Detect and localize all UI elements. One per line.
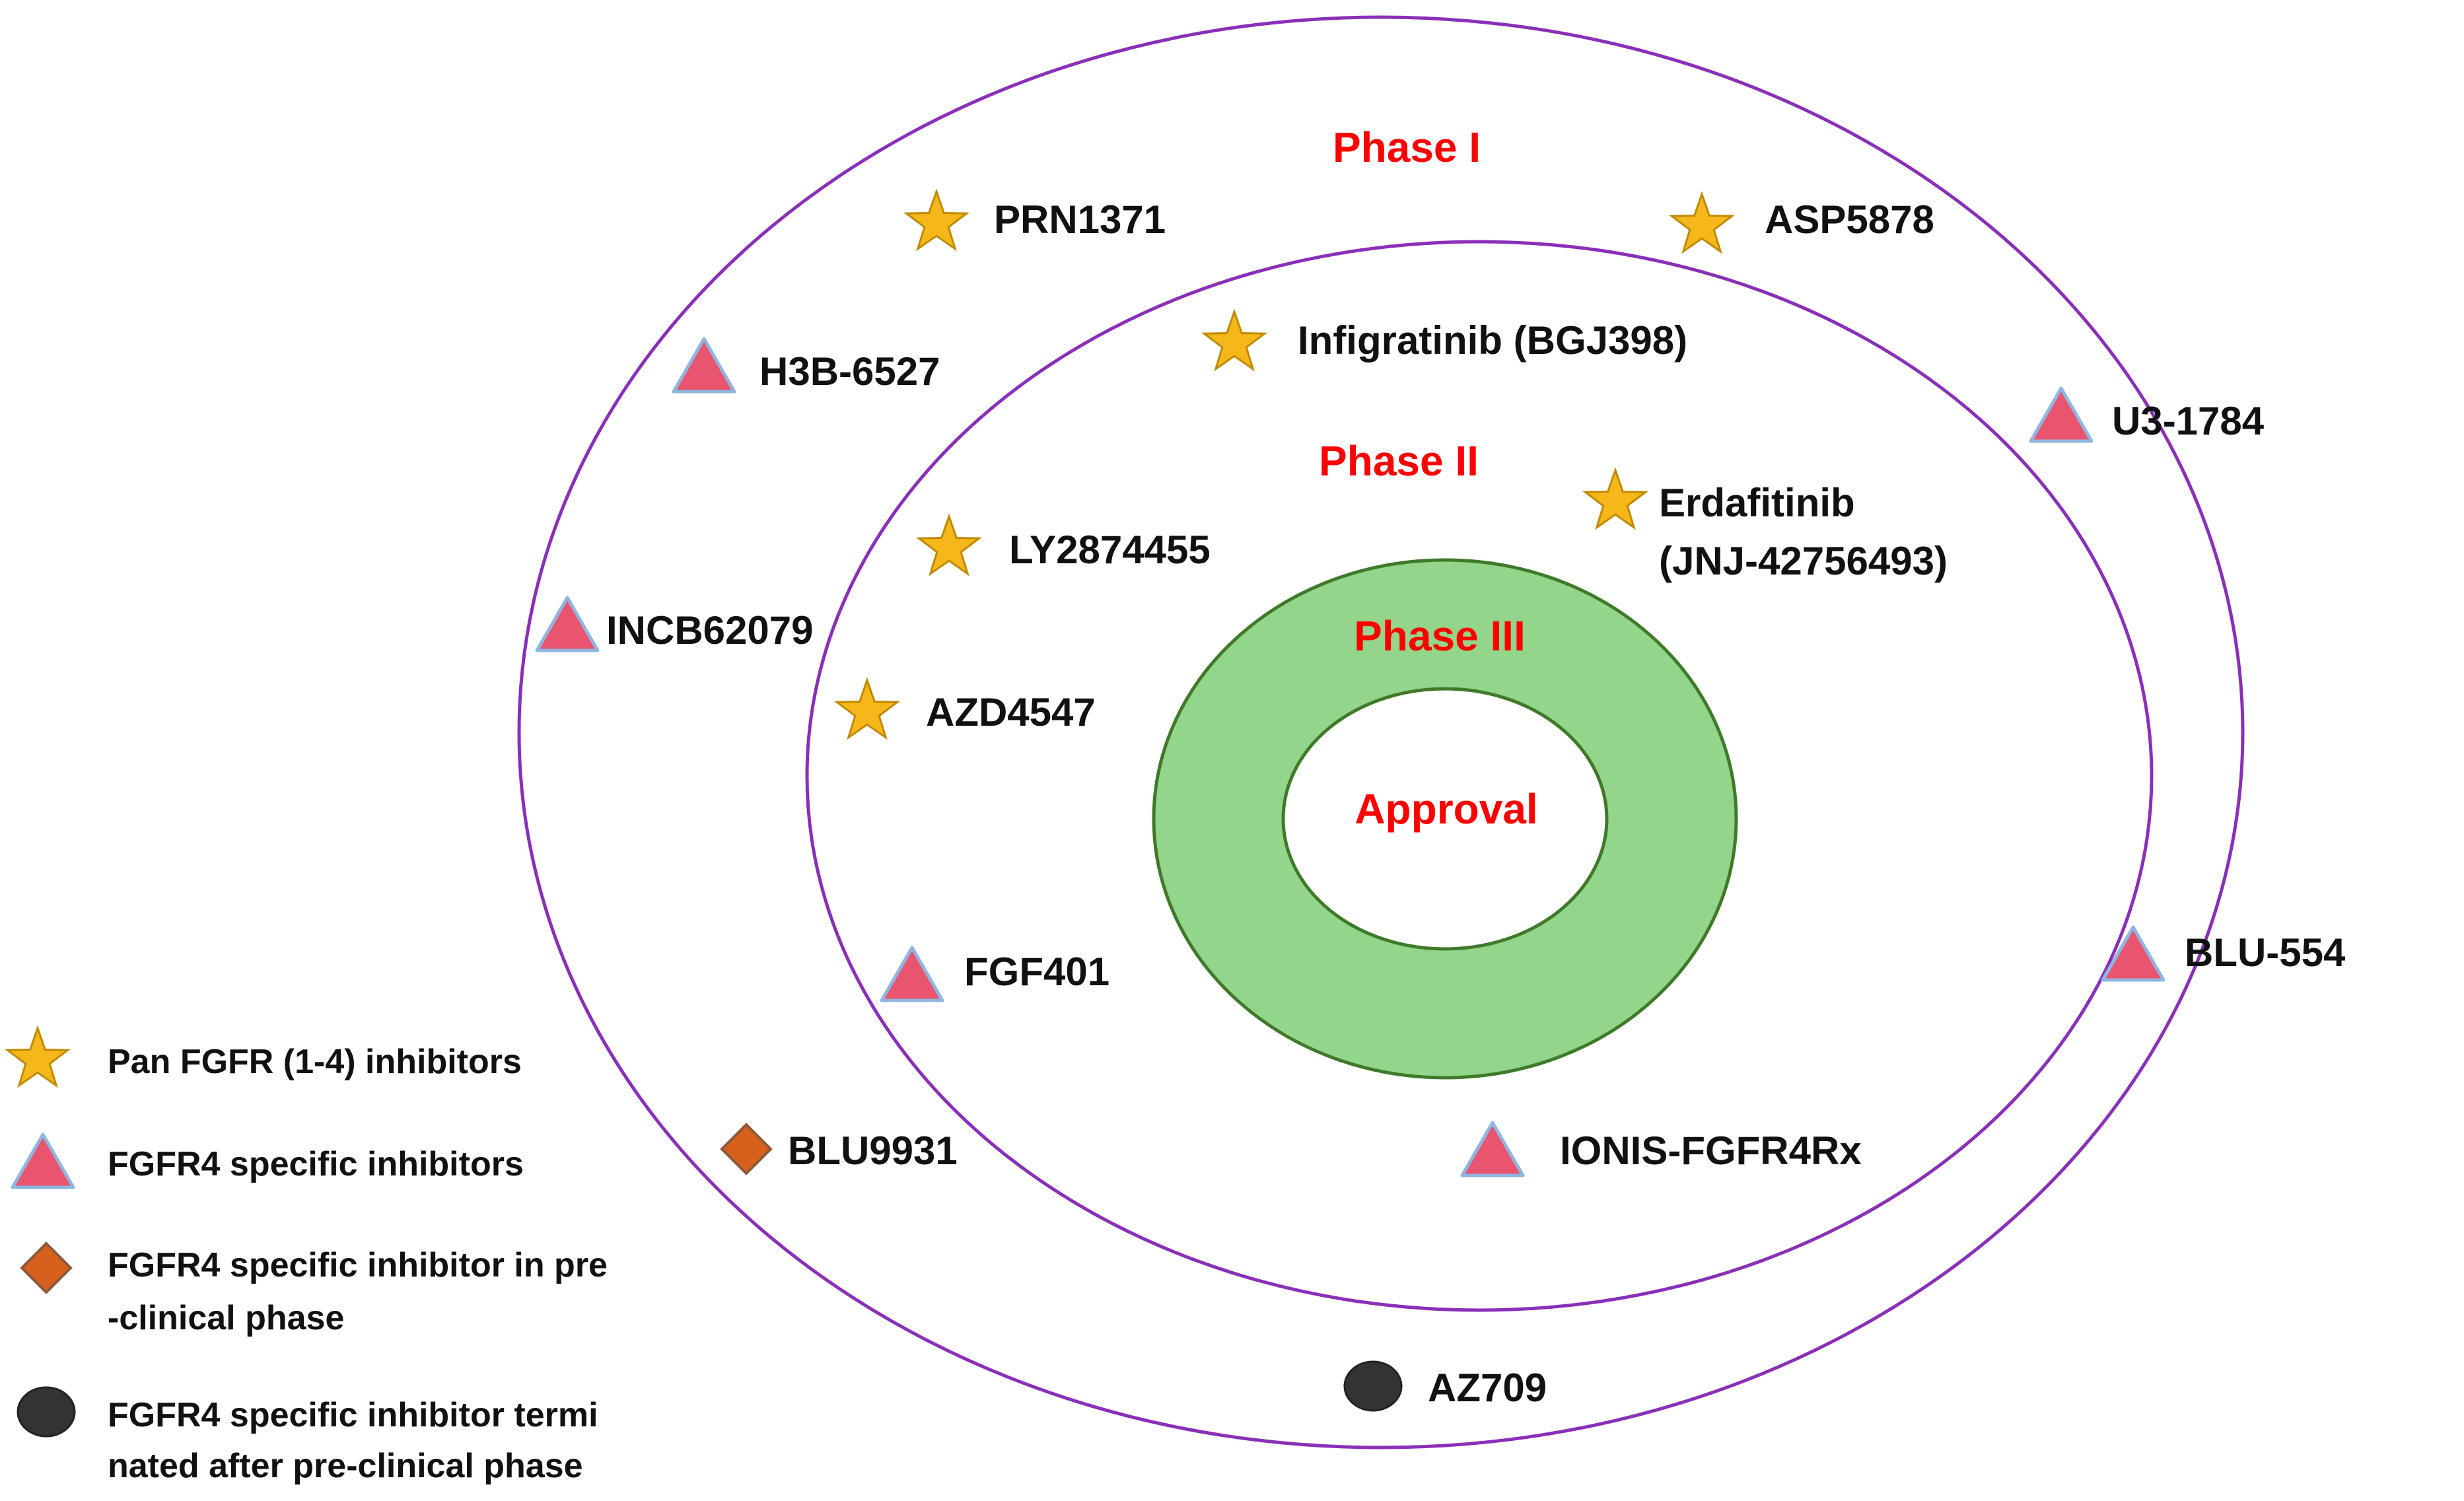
diamond-icon xyxy=(721,1123,772,1175)
drug-label-h3b-6527: H3B-6527 xyxy=(759,349,940,394)
phase3-label: Phase III xyxy=(1354,612,1526,660)
drug-label-azd4547: AZD4547 xyxy=(926,690,1096,734)
triangle-icon xyxy=(13,1134,73,1187)
drug-label-erdafitinib-code: (JNJ-42756493) xyxy=(1659,539,1948,583)
drug-label-ionis-fgfr4rx: IONIS-FGFR4Rx xyxy=(1560,1129,1862,1173)
triangle-icon xyxy=(2031,388,2092,441)
drug-label-ly2874455: LY2874455 xyxy=(1009,528,1211,572)
star-icon xyxy=(1670,193,1734,253)
legend-label-terminated-line2: nated after pre-clinical phase xyxy=(108,1447,583,1485)
triangle-icon xyxy=(882,948,942,1000)
phase1-ring xyxy=(517,15,2245,1449)
drug-label-az709: AZ709 xyxy=(1428,1366,1547,1410)
legend: Pan FGFR (1-4) inhibitors FGFR4 specific… xyxy=(6,1027,608,1485)
drug-label-blu-554: BLU-554 xyxy=(2185,930,2346,975)
approval-label: Approval xyxy=(1355,785,1537,833)
star-icon xyxy=(905,190,968,250)
drug-label-blu9931: BLU9931 xyxy=(788,1129,958,1173)
drug-label-erdafitinib: Erdafitinib xyxy=(1659,481,1855,525)
circle-icon xyxy=(17,1386,76,1438)
legend-label-preclinical-line2: -clinical phase xyxy=(108,1299,344,1337)
phase2-ring xyxy=(805,240,2154,1312)
legend-label-pan-fgfr: Pan FGFR (1-4) inhibitors xyxy=(108,1043,522,1081)
drug-label-fgf401: FGF401 xyxy=(964,950,1109,994)
phase2-label: Phase II xyxy=(1319,437,1479,485)
drug-label-u3-1784: U3-1784 xyxy=(2112,399,2265,443)
star-icon xyxy=(6,1027,69,1087)
diamond-icon xyxy=(20,1242,72,1294)
drug-label-infigratinib: Infigratinib (BGJ398) xyxy=(1298,318,1687,363)
approval-core xyxy=(1281,687,1609,951)
legend-label-fgfr4-specific: FGFR4 specific inhibitors xyxy=(108,1145,524,1183)
drug-label-asp5878: ASP5878 xyxy=(1765,197,1934,242)
phase1-label: Phase I xyxy=(1333,123,1481,171)
drug-label-incb62079: INCB62079 xyxy=(606,608,814,652)
triangle-icon xyxy=(674,339,734,392)
drug-label-prn1371: PRN1371 xyxy=(994,197,1166,242)
star-icon xyxy=(917,515,981,575)
legend-label-terminated-line1: FGFR4 specific inhibitor termi xyxy=(108,1396,598,1434)
circle-icon xyxy=(1343,1360,1403,1412)
star-icon xyxy=(1584,469,1647,529)
legend-label-preclinical-line1: FGFR4 specific inhibitor in pre xyxy=(108,1246,608,1284)
star-icon xyxy=(1203,310,1266,370)
star-icon xyxy=(835,679,899,739)
triangle-icon xyxy=(1462,1123,1523,1175)
triangle-icon xyxy=(537,598,598,650)
